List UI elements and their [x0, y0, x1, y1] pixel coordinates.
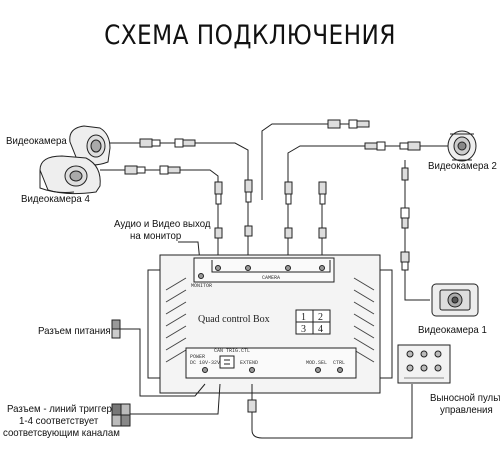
camera-1-icon: [431, 283, 479, 317]
port-mod-label: MOD.SEL: [306, 360, 327, 366]
port-extend-label: EXTEND: [240, 360, 258, 366]
power-connector-icon: [111, 319, 206, 397]
label-camera-1: Видеокамера 1: [418, 324, 487, 336]
camera-4-icon: [39, 155, 101, 195]
quad-control-box: [147, 254, 393, 394]
label-monitor-output-2: на монитор: [130, 230, 182, 242]
port-can-label: CAN TRIG.CTL: [214, 348, 250, 354]
camera-3-icon: [69, 125, 111, 166]
camera-cables: [214, 179, 327, 260]
port-monitor-label: MONITOR: [191, 283, 212, 289]
label-trigger-1: Разъем - линий триггера,: [7, 403, 120, 415]
page-title: СХЕМА ПОДКЛЮЧЕНИЯ: [104, 20, 396, 51]
label-camera-3: Видеокамера 3: [6, 135, 75, 147]
label-monitor-output-1: Аудио и Видео выход: [114, 218, 211, 230]
grid-cell-1: 1: [301, 312, 306, 323]
grid-cell-2: 2: [318, 312, 323, 323]
box-name: Quad control Box: [198, 314, 270, 325]
grid-cell-4: 4: [318, 324, 323, 335]
trigger-connector-icon: [111, 383, 221, 427]
label-trigger-2: 1-4 соответствует: [19, 415, 99, 427]
port-camera-label: CAMERA: [262, 275, 280, 281]
port-power-voltage: DC 10V-32V: [190, 360, 220, 366]
camera-2-icon: [447, 130, 477, 162]
grid-cell-3: 3: [301, 324, 306, 335]
label-camera-4: Видеокамера 4: [21, 193, 90, 205]
label-remote-2: управления: [440, 404, 493, 416]
remote-control-icon: [397, 344, 451, 384]
label-camera-2: Видеокамера 2: [428, 160, 497, 172]
label-remote-1: Выносной пульт: [430, 392, 500, 404]
label-trigger-3: соответсвующим каналам: [3, 427, 120, 439]
label-power-connector: Разъем питания: [38, 325, 111, 337]
port-power-label: POWER: [190, 354, 205, 360]
port-ctrl-label: CTRL: [333, 360, 345, 366]
